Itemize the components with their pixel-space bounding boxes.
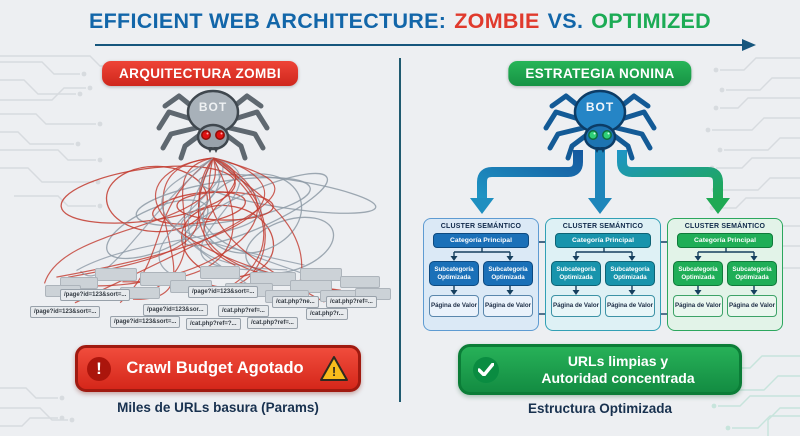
page-row: Página de Valor Página de Valor [546,295,660,317]
cluster-connector [450,286,514,295]
optimized-caption: Estructura Optimizada [527,401,673,416]
cluster-connector [694,286,758,295]
url-box-blank [340,276,380,288]
crawl-budget-alert: ! Crawl Budget Agotado ! [75,345,361,392]
url-box-blank [95,268,137,281]
value-page-box: Página de Valor [483,295,533,317]
exclamation-circle-icon: ! [87,356,111,381]
subcategory-row: Subcategoría Optimizada Subcategoría Opt… [546,261,660,286]
summary-line-1: URLs limpias y [567,352,669,369]
url-box: /cat.php?ne... [272,296,319,308]
subcategory-box: Subcategoría Optimizada [727,261,777,286]
header-arrow [95,39,756,51]
cluster-card-3: CLUSTER SEMÁNTICO Categoría Principal Su… [667,218,783,331]
cluster-connector [694,248,758,261]
url-box: /cat.php?ref=?... [186,318,241,330]
optimized-bot-spider-icon: BOT [543,89,657,161]
warning-exclamation: ! [332,364,336,379]
url-box: /page?id=123&sort=... [110,316,181,328]
zombie-bot-spider-icon: BOT [156,89,270,161]
subcategory-box: Subcategoría Optimizada [551,261,601,286]
url-box: /cat.php?ref=... [326,296,377,308]
url-box: /page?id=123&sort=... [30,306,101,318]
url-box: /cat.php?ref=... [247,317,298,329]
url-box: /cat.php?ref=... [218,305,269,317]
value-page-box: Página de Valor [605,295,655,317]
alert-label: Crawl Budget Agotado [126,359,304,377]
value-page-box: Página de Valor [727,295,777,317]
cluster-connector [572,248,636,261]
title-zombie: ZOMBIE [454,9,540,33]
cluster-connector [450,248,514,261]
title-main: EFFICIENT WEB ARCHITECTURE: [88,9,447,33]
subcategory-box: Subcategoría Optimizada [483,261,533,286]
value-page-box: Página de Valor [429,295,479,317]
center-divider [399,58,401,402]
subcategory-row: Subcategoría Optimizada Subcategoría Opt… [424,261,538,286]
url-box: /page?id=123&sort=... [60,289,131,301]
zombie-architecture-badge: ARQUITECTURA ZOMBI [102,61,298,86]
page-row: Página de Valor Página de Valor [668,295,782,317]
cluster-card-2: CLUSTER SEMÁNTICO Categoría Principal Su… [545,218,661,331]
cluster-title: CLUSTER SEMÁNTICO [684,223,766,230]
category-box: Categoría Principal [433,233,529,248]
subcategory-box: Subcategoría Optimizada [429,261,479,286]
page-title: EFFICIENT WEB ARCHITECTURE: ZOMBIE VS. OPTI… [0,9,800,34]
value-page-box: Página de Valor [673,295,723,317]
title-optimized: OPTIMIZED [591,9,711,33]
subcategory-box: Subcategoría Optimizada [673,261,723,286]
zombie-caption: Miles de URLs basura (Params) [117,400,319,415]
subcategory-row: Subcategoría Optimizada Subcategoría Opt… [668,261,782,286]
url-box: /page?id=123&sor... [143,304,208,316]
cluster-title: CLUSTER SEMÁNTICO [562,223,644,230]
warning-triangle-icon: ! [320,356,348,381]
cluster-title: CLUSTER SEMÁNTICO [440,223,522,230]
summary-label: URLs limpias y Autoridad concentrada [509,353,727,387]
check-circle-icon [473,356,499,383]
page-row: Página de Valor Página de Valor [424,295,538,317]
category-box: Categoría Principal [677,233,773,248]
cluster-connector [572,286,636,295]
title-vs: VS. [547,9,584,33]
url-box-blank [200,266,240,279]
url-box: /page?id=123&sort=... [188,286,259,298]
bot-label: BOT [586,100,614,114]
value-page-box: Página de Valor [551,295,601,317]
subcategory-box: Subcategoría Optimizada [605,261,655,286]
cluster-card-1: CLUSTER SEMÁNTICO Categoría Principal Su… [423,218,539,331]
optimized-strategy-badge: ESTRATEGIA NONINA [508,61,692,86]
category-box: Categoría Principal [555,233,651,248]
optimized-summary: URLs limpias y Autoridad concentrada [458,344,742,395]
summary-line-2: Autoridad concentrada [541,369,695,386]
bot-label: BOT [199,100,227,114]
url-box: /cat.php?r... [306,308,348,320]
